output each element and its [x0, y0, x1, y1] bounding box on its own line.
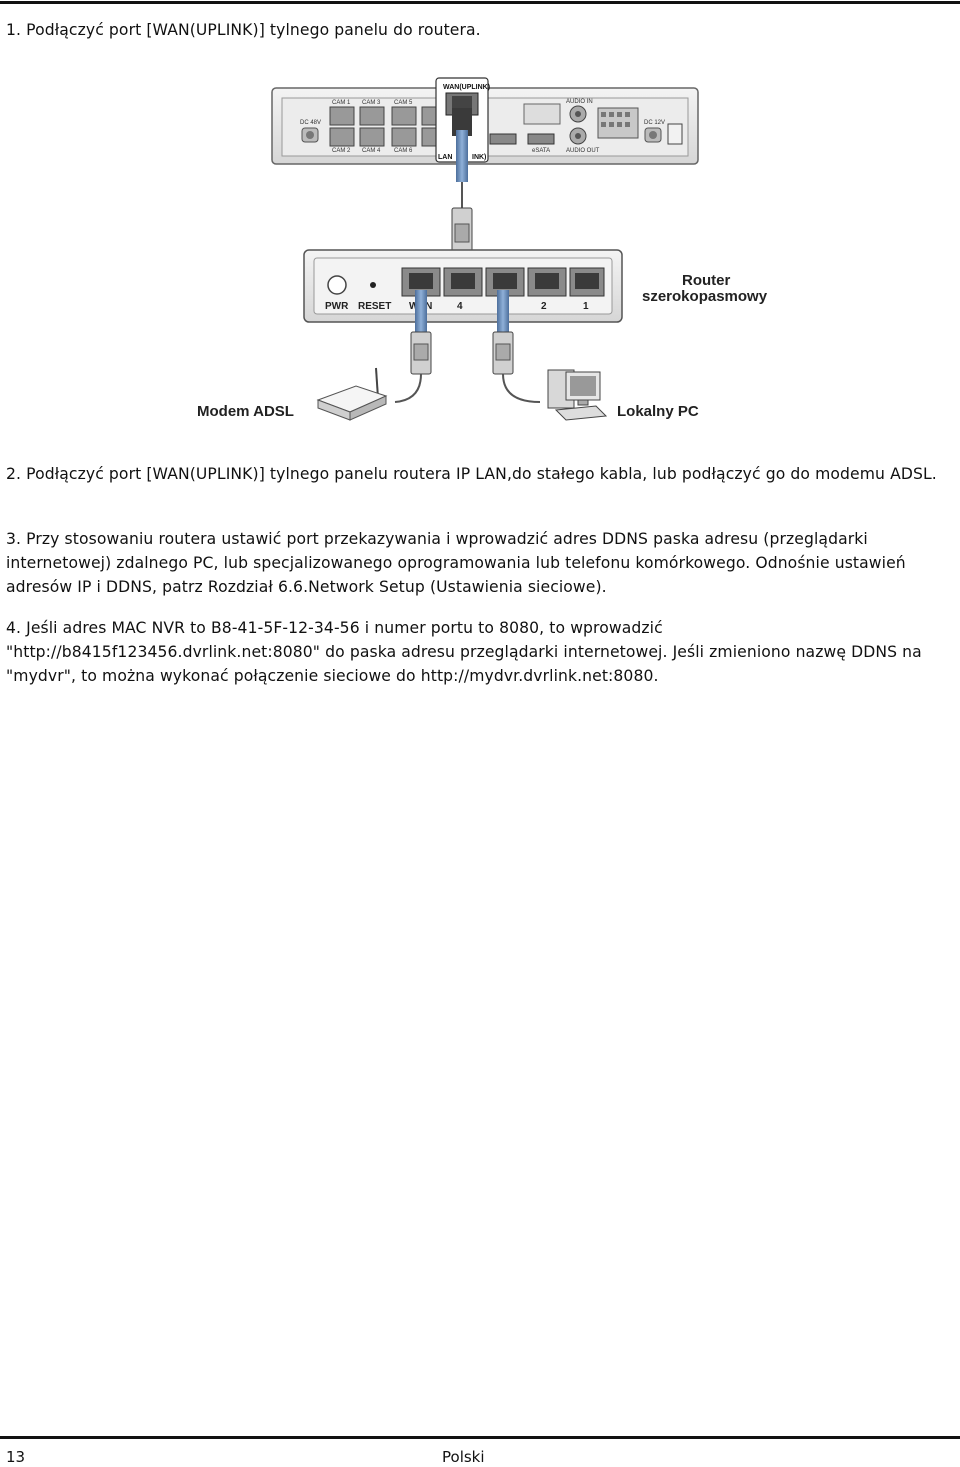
wan-uplink-label: WAN(UPLINK) — [443, 84, 490, 91]
link-label-fragment: INK) — [472, 154, 486, 161]
audio-in-label: AUDIO IN — [566, 99, 593, 105]
cam2-label: CAM 2 — [332, 148, 351, 154]
step-1-text: 1. Podłączyć port [WAN(UPLINK)] tylnego … — [6, 21, 481, 39]
router-title-line1: Router — [682, 272, 730, 289]
cam5-label: CAM 5 — [394, 100, 413, 106]
router-port2-label: 2 — [541, 301, 547, 312]
local-pc-label: Lokalny PC — [617, 403, 699, 420]
step-3-text: 3. Przy stosowaniu routera ustawić port … — [6, 530, 906, 596]
cam6-label: CAM 6 — [394, 148, 413, 154]
lan-label: LAN — [438, 154, 452, 161]
step-4-text: 4. Jeśli adres MAC NVR to B8-41-5F-12-34… — [6, 619, 922, 685]
top-rule — [0, 1, 960, 4]
footer-language: Polski — [442, 1448, 485, 1466]
dc48v-label: DC 48V — [300, 120, 321, 126]
router-pwr-label: PWR — [325, 301, 349, 312]
esata-label: eSATA — [532, 148, 550, 154]
router-reset-label: RESET — [358, 301, 391, 312]
broadband-router: PWR RESET WAN 4 3 2 1 — [303, 249, 623, 323]
router-port1-label: 1 — [583, 301, 589, 312]
footer-rule — [0, 1436, 960, 1439]
audio-out-label: AUDIO OUT — [566, 148, 600, 154]
router-title-line2: szerokopasmowy — [642, 288, 768, 305]
router-to-modem-cable — [394, 290, 432, 403]
cam3-label: CAM 3 — [362, 100, 381, 106]
router-port4-label: 4 — [457, 301, 463, 312]
wan-uplink-callout: WAN(UPLINK) LAN INK) — [435, 77, 490, 163]
cam1-label: CAM 1 — [332, 100, 351, 106]
network-connection-diagram: CAM 1 CAM 3 CAM 5 CAM 2 CAM 4 CAM 6 DC 4… — [197, 77, 768, 421]
step-2-text: 2. Podłączyć port [WAN(UPLINK)] tylnego … — [6, 465, 937, 483]
router-to-pc-cable — [492, 290, 541, 403]
modem-adsl-label: Modem ADSL — [197, 403, 294, 420]
cam4-label: CAM 4 — [362, 148, 381, 154]
adsl-modem — [316, 367, 388, 421]
dc12v-label: DC 12V — [644, 120, 665, 126]
page-number: 13 — [6, 1448, 26, 1466]
local-pc — [547, 369, 608, 421]
